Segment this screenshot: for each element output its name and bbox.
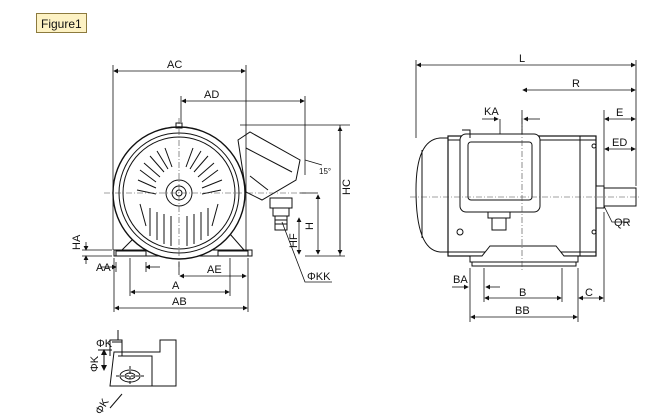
dim-K-side: ΦK <box>89 355 101 372</box>
dim-AB: AB <box>172 296 187 308</box>
dim-L: L <box>519 53 525 65</box>
fan-grille <box>136 147 223 246</box>
fan-cover <box>415 137 449 253</box>
dim-AC: AC <box>167 59 182 71</box>
dim-AE: AE <box>207 264 222 276</box>
terminal-box <box>237 131 301 201</box>
dim-H: H <box>304 222 316 230</box>
figure-label: Figure1 <box>36 13 87 33</box>
foot-detail <box>98 330 177 409</box>
dim-QR: QR <box>614 217 631 229</box>
front-view <box>112 122 301 260</box>
dim-HF: HF <box>288 233 300 248</box>
dim-HA: HA <box>71 234 83 250</box>
dim-AD: AD <box>204 89 219 101</box>
dim-K: ΦK <box>96 338 113 350</box>
dim-A: A <box>172 280 180 292</box>
dim-K-diag: ΦK <box>93 396 112 416</box>
dim-ED: ED <box>612 137 627 149</box>
dim-HC: HC <box>341 179 353 195</box>
side-feet <box>469 245 579 263</box>
dim-BA: BA <box>453 274 468 286</box>
dim-BB: BB <box>515 305 530 317</box>
dim-B: B <box>519 287 526 299</box>
dim-KK: ΦKK <box>307 271 331 283</box>
side-view <box>415 129 637 267</box>
dim-angle: 15° <box>319 167 331 176</box>
dim-AA: AA <box>96 262 111 274</box>
cable-gland <box>269 197 293 231</box>
dim-KA: KA <box>484 106 499 118</box>
dim-C: C <box>585 287 593 299</box>
dim-R: R <box>572 78 580 90</box>
dim-E: E <box>616 107 623 119</box>
